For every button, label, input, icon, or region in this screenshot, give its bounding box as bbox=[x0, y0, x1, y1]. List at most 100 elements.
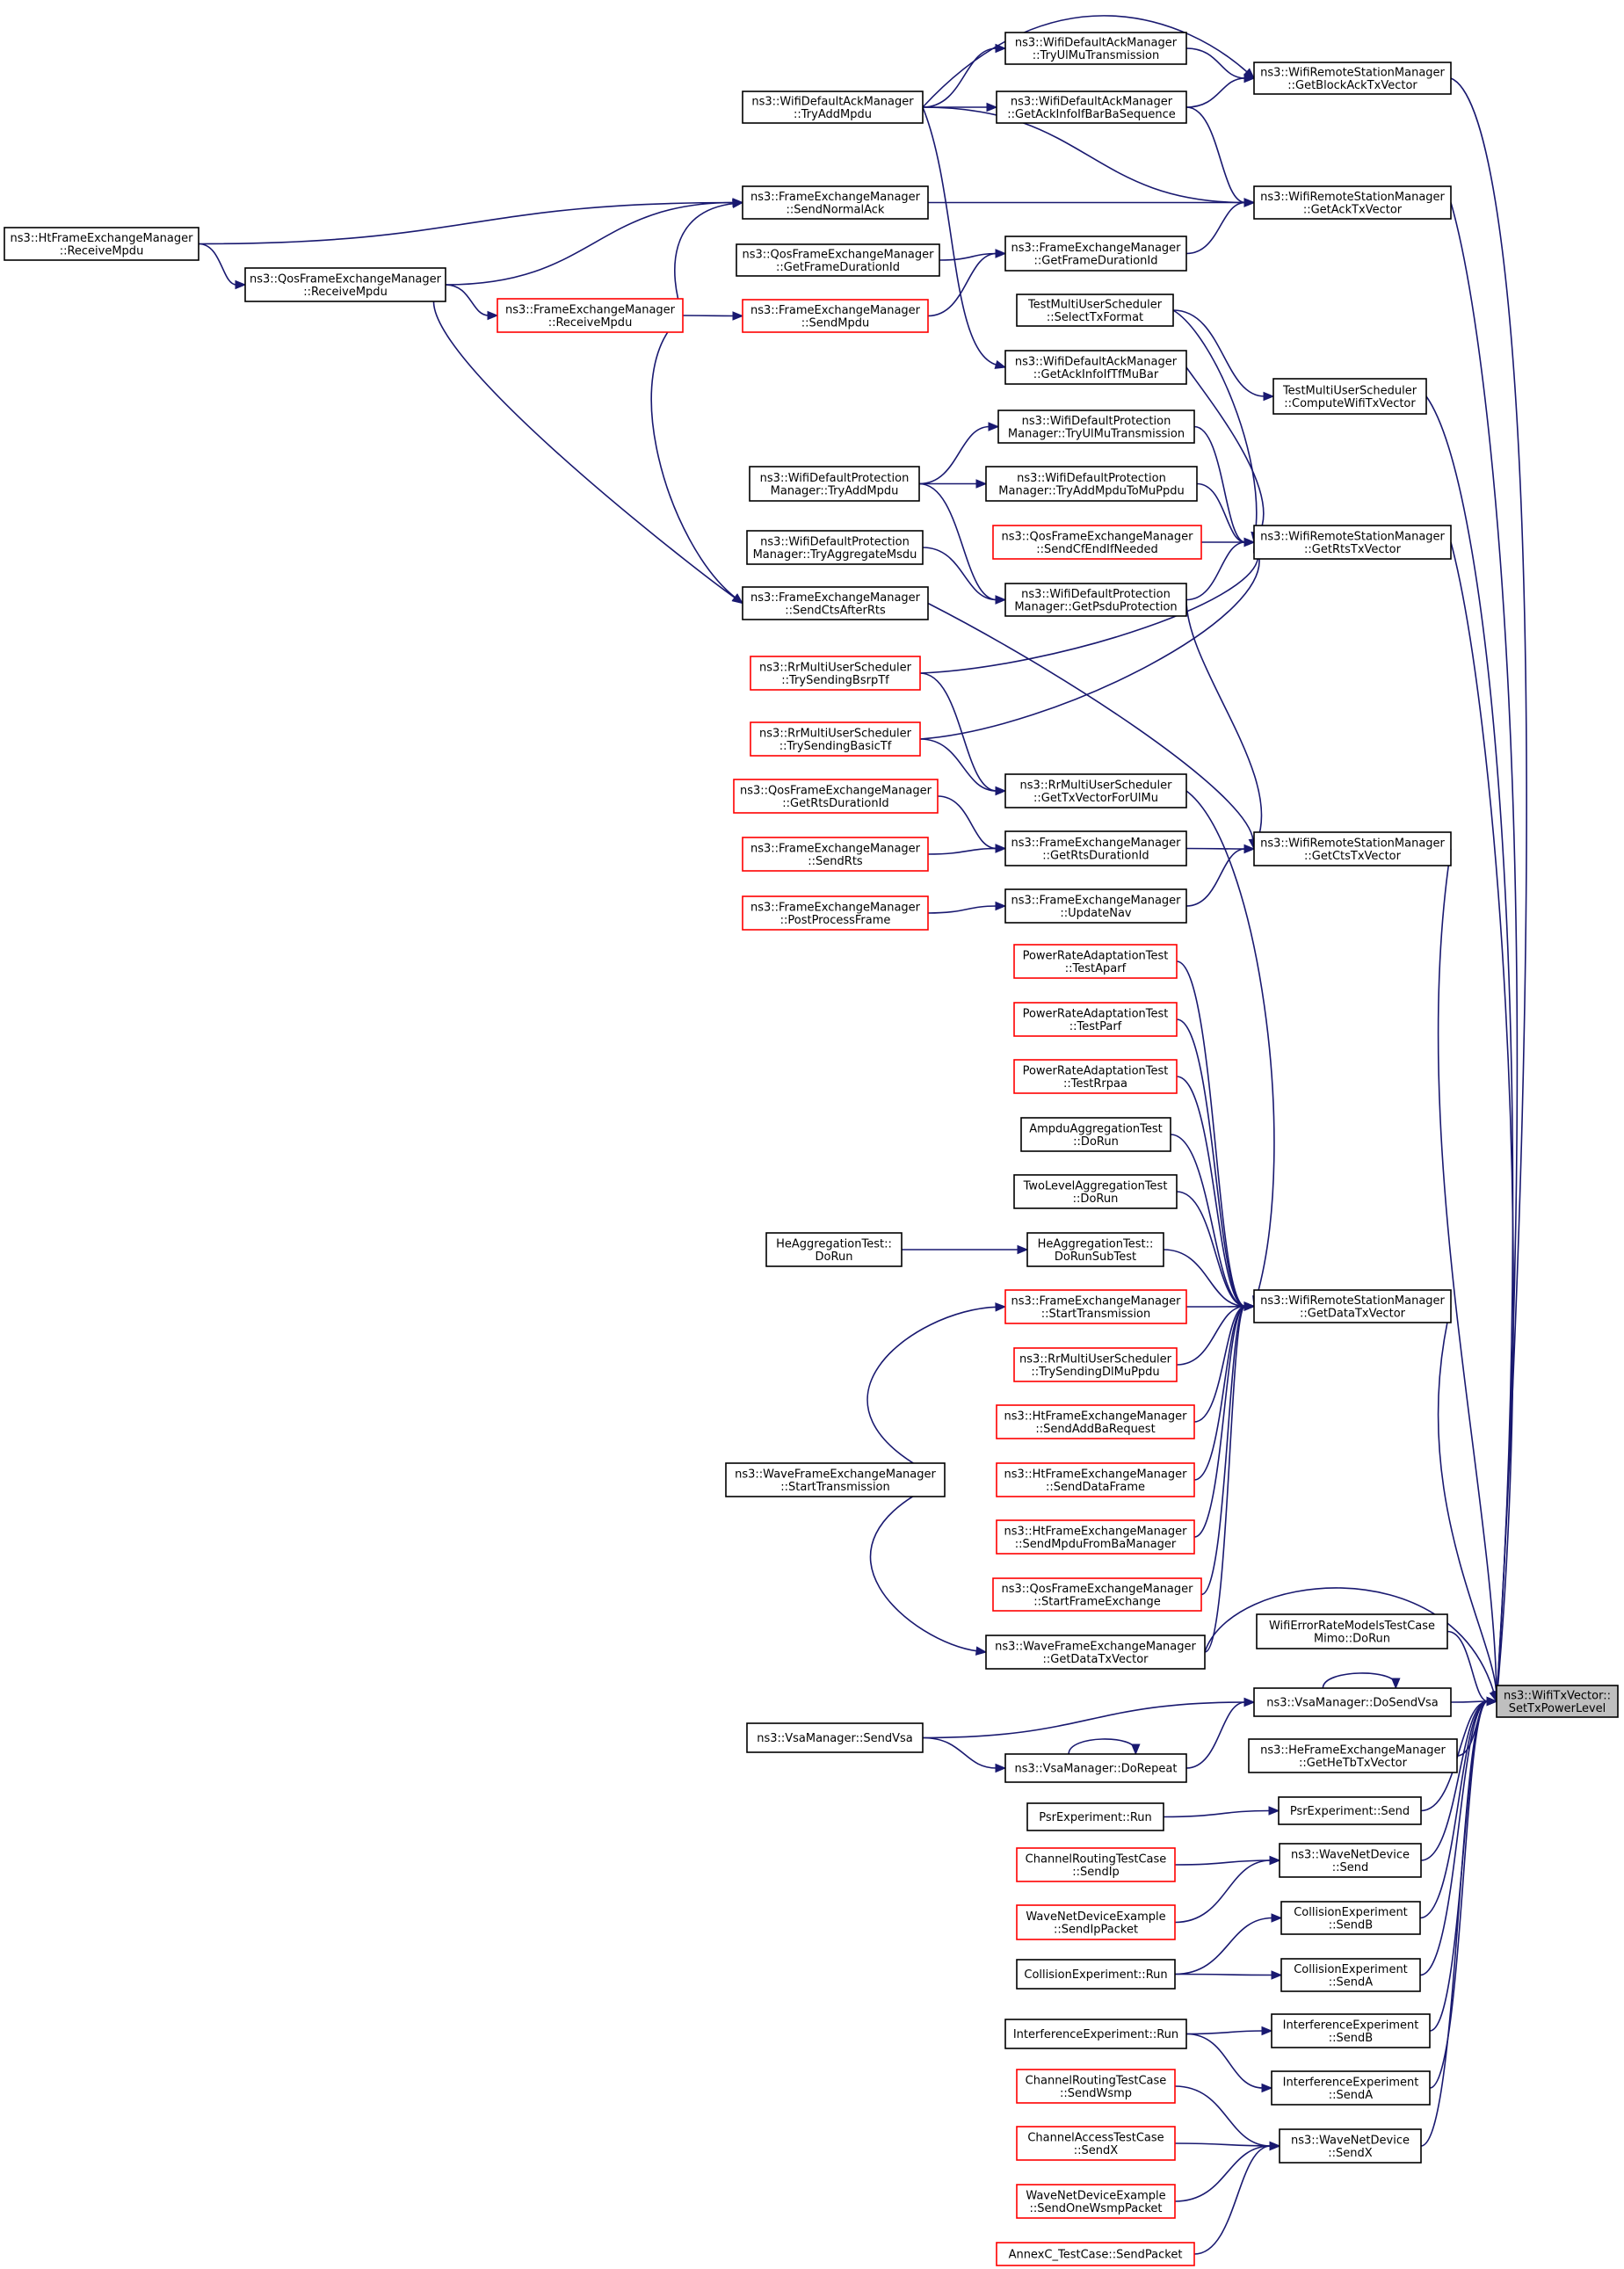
node-psrrun[interactable]: PsrExperiment::Run bbox=[1026, 1802, 1164, 1831]
node-psduprot[interactable]: ns3::WifiDefaultProtectionManager::GetPs… bbox=[1004, 583, 1187, 617]
node-dlmu[interactable]: ns3::RrMultiUserScheduler::TrySendingDlM… bbox=[1013, 1347, 1178, 1382]
node-ackaddmpdu[interactable]: ns3::WifiDefaultAckManager::TryAddMpdu bbox=[742, 91, 924, 124]
node-prot-tomu[interactable]: ns3::WifiDefaultProtectionManager::TryAd… bbox=[985, 466, 1198, 502]
node-ampdu[interactable]: AmpduAggregationTest::DoRun bbox=[1020, 1117, 1171, 1152]
node-box bbox=[244, 267, 446, 302]
node-barba[interactable]: ns3::WifiDefaultAckManager::GetAckInfoIf… bbox=[996, 91, 1187, 124]
node-box bbox=[1016, 2126, 1176, 2161]
edge-psrrun-to-psrsend bbox=[1163, 1806, 1280, 1818]
node-wavesendx[interactable]: ns3::WaveNetDevice::SendX bbox=[1279, 2128, 1422, 2164]
node-box bbox=[765, 1232, 903, 1267]
node-prot-addmpdu[interactable]: ns3::WifiDefaultProtectionManager::TryAd… bbox=[749, 466, 920, 502]
node-fdur[interactable]: ns3::FrameExchangeManager::GetFrameDurat… bbox=[1004, 236, 1187, 272]
node-bsrptf[interactable]: ns3::RrMultiUserScheduler::TrySendingBsr… bbox=[750, 656, 921, 691]
node-twolevel[interactable]: TwoLevelAggregationTest::DoRun bbox=[1013, 1174, 1178, 1209]
node-selecttx[interactable]: TestMultiUserScheduler::SelectTxFormat bbox=[1016, 294, 1174, 327]
node-htdata[interactable]: ns3::HtFrameExchangeManager::SendDataFra… bbox=[996, 1462, 1195, 1497]
node-psrsend[interactable]: PsrExperiment::Send bbox=[1278, 1796, 1422, 1825]
node-wsmppkt[interactable]: WaveNetDeviceExample::SendOneWsmpPacket bbox=[1016, 2184, 1176, 2219]
node-postproc[interactable]: ns3::FrameExchangeManager::PostProcessFr… bbox=[742, 895, 929, 931]
node-sendmpdu[interactable]: ns3::FrameExchangeManager::SendMpdu bbox=[742, 299, 929, 333]
node-label: ::TrySendingBasicTf bbox=[779, 740, 892, 753]
node-wavesend[interactable]: ns3::WaveNetDevice::Send bbox=[1279, 1843, 1422, 1878]
node-label: ns3::FrameExchangeManager bbox=[1011, 894, 1181, 907]
node-qosrtsdur[interactable]: ns3::QosFrameExchangeManager::GetRtsDura… bbox=[733, 779, 939, 814]
node-label: ns3::WifiDefaultAckManager bbox=[1011, 95, 1173, 108]
node-basictf[interactable]: ns3::RrMultiUserScheduler::TrySendingBas… bbox=[750, 721, 921, 757]
node-dorepeat[interactable]: ns3::VsaManager::DoRepeat bbox=[1004, 1753, 1187, 1783]
node-rrpaa[interactable]: PowerRateAdaptationTest::TestRrpaa bbox=[1013, 1059, 1178, 1094]
node-parf[interactable]: PowerRateAdaptationTest::TestParf bbox=[1013, 1002, 1178, 1037]
node-datatx[interactable]: ns3::WifiRemoteStationManager::GetDataTx… bbox=[1253, 1289, 1452, 1323]
node-box bbox=[4, 227, 199, 261]
node-label: ChannelRoutingTestCase bbox=[1026, 1852, 1167, 1866]
node-label: ::UpdateNav bbox=[1060, 907, 1132, 920]
node-chaccx[interactable]: ChannelAccessTestCase::SendX bbox=[1016, 2126, 1176, 2161]
node-annexc[interactable]: AnnexC_TestCase::SendPacket bbox=[996, 2242, 1195, 2266]
node-collb[interactable]: CollisionExperiment::SendB bbox=[1280, 1901, 1421, 1935]
node-intrun[interactable]: InterferenceExperiment::Run bbox=[1004, 2019, 1187, 2049]
node-ctstx[interactable]: ns3::WifiRemoteStationManager::GetCtsTxV… bbox=[1253, 831, 1452, 866]
node-label: TestMultiUserScheduler bbox=[1282, 384, 1417, 397]
node-label: ::SendB bbox=[1329, 2032, 1373, 2045]
node-fstart[interactable]: ns3::FrameExchangeManager::StartTransmis… bbox=[1004, 1289, 1187, 1324]
node-intb[interactable]: InterferenceExperiment::SendB bbox=[1271, 2013, 1431, 2048]
node-chwsmp[interactable]: ChannelRoutingTestCase::SendWsmp bbox=[1016, 2069, 1176, 2104]
node-collrun[interactable]: CollisionExperiment::Run bbox=[1016, 1959, 1176, 1990]
node-acktx[interactable]: ns3::WifiRemoteStationManager::GetAckTxV… bbox=[1253, 185, 1452, 220]
node-ulmu[interactable]: ns3::WifiDefaultAckManager::TryUlMuTrans… bbox=[1004, 32, 1187, 65]
node-label: ::GetFrameDurationId bbox=[776, 261, 900, 274]
node-label: ns3::RrMultiUserScheduler bbox=[1019, 1352, 1172, 1366]
node-txulmu[interactable]: ns3::RrMultiUserScheduler::GetTxVectorFo… bbox=[1004, 773, 1187, 808]
node-wavestart[interactable]: ns3::WaveFrameExchangeManager::StartTran… bbox=[725, 1462, 946, 1497]
node-addba[interactable]: ns3::HtFrameExchangeManager::SendAddBaRe… bbox=[996, 1404, 1195, 1439]
node-box bbox=[996, 2242, 1195, 2266]
node-colla[interactable]: CollisionExperiment::SendA bbox=[1280, 1958, 1421, 1992]
node-box bbox=[1016, 2184, 1176, 2219]
node-wavesendip[interactable]: WaveNetDeviceExample::SendIpPacket bbox=[1016, 1904, 1176, 1940]
node-box bbox=[750, 656, 921, 691]
node-qosfex[interactable]: ns3::QosFrameExchangeManager::StartFrame… bbox=[992, 1577, 1202, 1612]
node-prot-aggr[interactable]: ns3::WifiDefaultProtectionManager::TryAg… bbox=[746, 530, 924, 565]
node-box bbox=[746, 530, 924, 565]
node-hesub[interactable]: HeAggregationTest::DoRunSubTest bbox=[1026, 1232, 1164, 1267]
node-target[interactable]: ns3::WifiTxVector::SetTxPowerLevel bbox=[1496, 1685, 1619, 1718]
edge-wavestart-to-wavedata bbox=[869, 1479, 988, 1656]
node-sendrts[interactable]: ns3::FrameExchangeManager::SendRts bbox=[742, 837, 929, 872]
node-prot-ulmu[interactable]: ns3::WifiDefaultProtectionManager::TryUl… bbox=[997, 410, 1195, 444]
node-box bbox=[742, 895, 929, 931]
node-htrecv[interactable]: ns3::HtFrameExchangeManager::ReceiveMpdu bbox=[4, 227, 199, 261]
node-sendcfend[interactable]: ns3::QosFrameExchangeManager::SendCfEndI… bbox=[992, 525, 1202, 560]
node-inta[interactable]: InterferenceExperiment::SendA bbox=[1271, 2070, 1431, 2106]
node-frtsdur[interactable]: ns3::FrameExchangeManager::GetRtsDuratio… bbox=[1004, 830, 1187, 866]
node-blockack[interactable]: ns3::WifiRemoteStationManager::GetBlockA… bbox=[1253, 62, 1452, 95]
node-computewifi[interactable]: TestMultiUserScheduler::ComputeWifiTxVec… bbox=[1272, 378, 1427, 415]
node-qosrecv[interactable]: ns3::QosFrameExchangeManager::ReceiveMpd… bbox=[244, 267, 446, 302]
node-label: ns3::WifiDefaultProtection bbox=[1022, 415, 1171, 428]
node-tfmubar[interactable]: ns3::WifiDefaultAckManager::GetAckInfoIf… bbox=[1004, 350, 1187, 385]
node-box bbox=[742, 837, 929, 872]
node-updatenav[interactable]: ns3::FrameExchangeManager::UpdateNav bbox=[1004, 888, 1187, 924]
node-aparf[interactable]: PowerRateAdaptationTest::TestAparf bbox=[1013, 944, 1178, 979]
node-qosdur[interactable]: ns3::QosFrameExchangeManager::GetFrameDu… bbox=[736, 243, 940, 277]
node-chsendip[interactable]: ChannelRoutingTestCase::SendIp bbox=[1016, 1847, 1176, 1882]
node-sendcts[interactable]: ns3::FrameExchangeManager::SendCtsAfterR… bbox=[742, 586, 929, 620]
node-dosendvsa[interactable]: ns3::VsaManager::DoSendVsa bbox=[1253, 1687, 1452, 1717]
node-label: ns3::FrameExchangeManager bbox=[505, 303, 676, 316]
node-frecv[interactable]: ns3::FrameExchangeManager::ReceiveMpdu bbox=[497, 298, 684, 333]
node-label: PsrExperiment::Run bbox=[1039, 1811, 1152, 1824]
node-box bbox=[1253, 831, 1452, 866]
node-htbamgr[interactable]: ns3::HtFrameExchangeManager::SendMpduFro… bbox=[996, 1519, 1195, 1555]
node-rtstx[interactable]: ns3::WifiRemoteStationManager::GetRtsTxV… bbox=[1253, 525, 1452, 560]
node-label: ::GetRtsDurationId bbox=[782, 797, 888, 810]
node-label: ::SendIpPacket bbox=[1054, 1923, 1138, 1936]
edge-qosrecv-to-sendnormalack bbox=[445, 198, 744, 286]
node-box bbox=[1248, 1738, 1458, 1773]
node-sendnormalack[interactable]: ns3::FrameExchangeManager::SendNormalAck bbox=[742, 185, 929, 220]
node-heaggr[interactable]: HeAggregationTest::DoRun bbox=[765, 1232, 903, 1267]
node-sendvsa[interactable]: ns3::VsaManager::SendVsa bbox=[746, 1722, 924, 1753]
node-hetb[interactable]: ns3::HeFrameExchangeManager::GetHeTbTxVe… bbox=[1248, 1738, 1458, 1773]
node-wavedata[interactable]: ns3::WaveFrameExchangeManager::GetDataTx… bbox=[985, 1635, 1206, 1670]
node-box bbox=[1016, 1904, 1176, 1940]
